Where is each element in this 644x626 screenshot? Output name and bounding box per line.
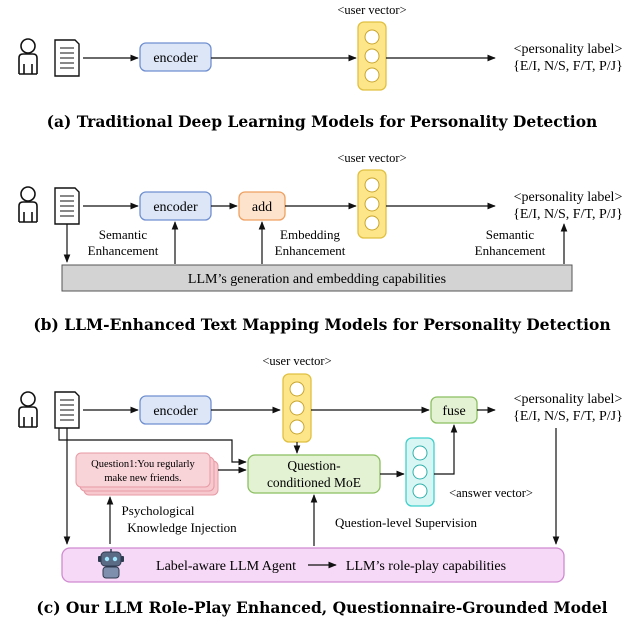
person-icon <box>18 391 38 428</box>
question-card <box>75 452 211 488</box>
encoder-label: encoder <box>153 51 198 66</box>
question-card-text-2: make new friends. <box>104 473 181 484</box>
semantic-enhancement-1b: Enhancement <box>88 243 159 258</box>
user-vector-label: <user vector> <box>262 354 331 368</box>
semantic-enhancement-2b: Enhancement <box>475 243 546 258</box>
personality-set: {E/I, N/S, F/T, P/J} <box>513 59 623 74</box>
llm-capabilities-label: LLM’s generation and embedding capabilit… <box>188 272 446 287</box>
user-vector-label: <user vector> <box>337 151 406 165</box>
panel-c: encoder <user vector> fuse <personality … <box>18 354 623 617</box>
question-level-supervision: Question-level Supervision <box>335 515 477 530</box>
add-label: add <box>252 200 272 215</box>
personality-set: {E/I, N/S, F/T, P/J} <box>513 207 623 222</box>
encoder-label: encoder <box>153 404 198 419</box>
arrow-answer-fuse <box>434 424 458 475</box>
embedding-enhancement-a: Embedding <box>280 227 340 242</box>
answer-vector-label: <answer vector> <box>449 486 533 500</box>
caption-c: (c) Our LLM Role-Play Enhanced, Question… <box>36 598 607 617</box>
personality-label: <personality label> <box>514 392 623 407</box>
person-icon <box>18 186 38 223</box>
user-vector-label: <user vector> <box>337 3 406 17</box>
semantic-enhancement-2a: Semantic <box>486 227 535 242</box>
personality-label: <personality label> <box>514 42 623 57</box>
psych-knowledge-1: Psychological <box>122 503 195 518</box>
panel-b: encoder add <user vector> <personality l… <box>18 151 623 334</box>
question-card-text-1: Question1:You regularly <box>91 459 195 470</box>
document-icon <box>54 187 80 225</box>
moe-label-1: Question- <box>287 458 341 473</box>
document-icon <box>54 391 80 429</box>
panel-a: encoder <user vector> <personality label… <box>18 3 623 131</box>
psych-knowledge-2: Knowledge Injection <box>127 520 237 535</box>
agent-label: Label-aware LLM Agent <box>156 559 296 574</box>
embedding-enhancement-b: Enhancement <box>275 243 346 258</box>
personality-label: <personality label> <box>514 190 623 205</box>
encoder-box <box>139 42 212 72</box>
person-icon <box>18 38 38 75</box>
moe-label-2: conditioned MoE <box>267 475 361 490</box>
llm-capabilities-bar <box>61 264 573 292</box>
encoder-label: encoder <box>153 200 198 215</box>
fuse-label: fuse <box>442 404 465 419</box>
arrow-doc-moe <box>58 428 247 466</box>
robot-icon <box>98 549 124 579</box>
semantic-enhancement-1a: Semantic <box>99 227 148 242</box>
personality-set: {E/I, N/S, F/T, P/J} <box>513 409 623 424</box>
roleplay-label: LLM’s role-play capabilities <box>346 559 506 574</box>
caption-b: (b) LLM-Enhanced Text Mapping Models for… <box>33 315 610 334</box>
caption-a: (a) Traditional Deep Learning Models for… <box>47 112 598 131</box>
document-icon <box>54 39 80 77</box>
